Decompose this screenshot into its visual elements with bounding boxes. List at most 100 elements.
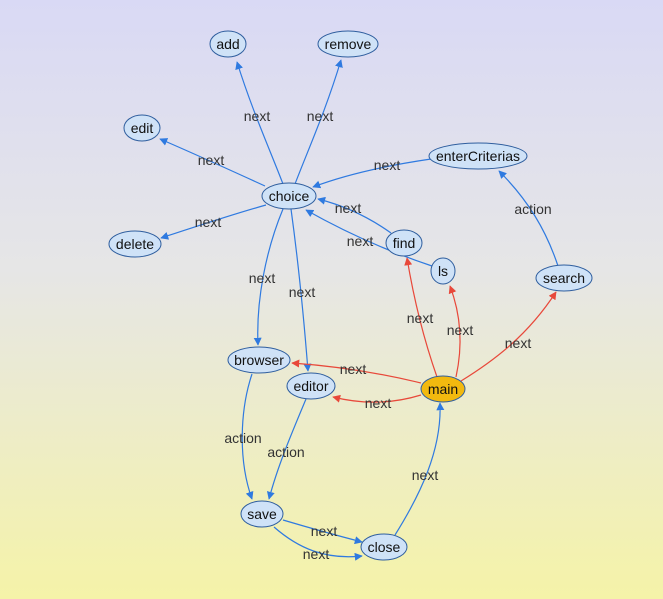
edge-save-to-close bbox=[282, 519, 363, 545]
node-add[interactable]: add bbox=[209, 30, 247, 58]
edge-line bbox=[290, 208, 312, 372]
edge-ls-to-choice bbox=[305, 209, 433, 267]
node-shape bbox=[108, 230, 162, 258]
edge-label-find-choice: next bbox=[335, 200, 362, 216]
edge-label-main-ls: next bbox=[447, 322, 474, 338]
edge-choice-to-remove bbox=[294, 59, 343, 185]
node-main[interactable]: main bbox=[420, 375, 466, 403]
edge-label-choice-delete: next bbox=[195, 214, 222, 230]
node-label-edit: edit bbox=[131, 120, 154, 136]
node-shape bbox=[123, 114, 161, 142]
edge-line bbox=[294, 59, 343, 185]
edges-layer bbox=[159, 59, 559, 561]
edge-line bbox=[159, 138, 266, 187]
node-label-ls: ls bbox=[438, 263, 448, 279]
edge-line bbox=[160, 204, 267, 240]
edge-label-choice-edit: next bbox=[198, 152, 225, 168]
edge-label-main-find: next bbox=[407, 310, 434, 326]
node-shape bbox=[428, 142, 528, 170]
node-label-save: save bbox=[247, 506, 277, 522]
edge-main-to-search bbox=[460, 291, 557, 382]
node-shape bbox=[317, 30, 379, 58]
node-shape bbox=[385, 229, 423, 257]
node-choice[interactable]: choice bbox=[261, 182, 317, 210]
edge-close-to-main bbox=[394, 402, 445, 536]
node-shape bbox=[420, 375, 466, 403]
node-ls[interactable]: ls bbox=[430, 257, 456, 285]
node-shape bbox=[240, 500, 284, 528]
edge-search-to-enterCriterias bbox=[498, 170, 559, 267]
edge-line bbox=[317, 196, 392, 234]
edge-main-to-browser bbox=[291, 359, 422, 384]
node-label-find: find bbox=[393, 235, 416, 251]
node-close[interactable]: close bbox=[360, 533, 408, 561]
edge-find-to-choice bbox=[317, 196, 392, 234]
node-shape bbox=[209, 30, 247, 58]
edge-line bbox=[332, 394, 422, 403]
edge-line bbox=[253, 208, 284, 346]
node-edit[interactable]: edit bbox=[123, 114, 161, 142]
edge-main-to-find bbox=[404, 257, 438, 378]
node-shape bbox=[430, 257, 456, 285]
edge-choice-to-browser bbox=[253, 208, 284, 346]
edge-editor-to-save bbox=[266, 398, 307, 500]
edge-label-close-main: next bbox=[412, 467, 439, 483]
node-label-browser: browser bbox=[234, 352, 284, 368]
edge-choice-to-add bbox=[235, 61, 284, 185]
edge-line bbox=[404, 257, 438, 378]
edge-choice-to-delete bbox=[160, 204, 267, 240]
edge-line bbox=[273, 526, 363, 561]
edge-label-main-search: next bbox=[505, 335, 532, 351]
node-label-search: search bbox=[543, 270, 585, 286]
edge-label-choice-editor: next bbox=[289, 284, 316, 300]
node-label-close: close bbox=[368, 539, 401, 555]
nodes-layer: add remove edit enterCriterias choice delete f… bbox=[108, 30, 593, 561]
edge-enterCriterias-to-choice bbox=[312, 158, 432, 189]
node-label-remove: remove bbox=[325, 36, 372, 52]
edge-label-ls-choice: next bbox=[347, 233, 374, 249]
edge-label-save-close: next bbox=[303, 546, 330, 562]
edge-line bbox=[312, 158, 432, 189]
edge-choice-to-edit bbox=[159, 138, 266, 187]
edge-label-choice-remove: next bbox=[307, 108, 334, 124]
node-shape bbox=[261, 182, 317, 210]
edge-label-editor-save: action bbox=[267, 444, 304, 460]
edge-label-browser-save: action bbox=[224, 430, 261, 446]
node-search[interactable]: search bbox=[535, 264, 593, 292]
edge-label-choice-browser: next bbox=[249, 270, 276, 286]
node-enterCriterias[interactable]: enterCriterias bbox=[428, 142, 528, 170]
edge-label-search-enterCriterias: action bbox=[514, 201, 551, 217]
edge-label-enterCriterias-choice: next bbox=[374, 157, 401, 173]
edge-line bbox=[448, 285, 461, 378]
node-browser[interactable]: browser bbox=[227, 346, 291, 374]
edge-label-main-browser: next bbox=[340, 361, 367, 377]
node-label-editor: editor bbox=[293, 378, 328, 394]
node-shape bbox=[286, 372, 336, 400]
edge-line bbox=[235, 61, 284, 185]
edge-line bbox=[266, 398, 307, 500]
node-editor[interactable]: editor bbox=[286, 372, 336, 400]
edge-line bbox=[460, 291, 557, 382]
node-shape bbox=[360, 533, 408, 561]
node-delete[interactable]: delete bbox=[108, 230, 162, 258]
edge-save-to-close bbox=[273, 526, 363, 561]
edge-choice-to-editor bbox=[290, 208, 312, 372]
node-label-main: main bbox=[428, 381, 458, 397]
edge-line bbox=[394, 402, 445, 536]
edge-line bbox=[241, 373, 254, 500]
edge-line bbox=[282, 519, 363, 545]
node-label-delete: delete bbox=[116, 236, 154, 252]
node-shape bbox=[535, 264, 593, 292]
edge-line bbox=[498, 170, 559, 267]
node-label-choice: choice bbox=[269, 188, 310, 204]
edge-main-to-ls bbox=[448, 285, 461, 378]
edge-main-to-editor bbox=[332, 394, 422, 403]
edge-label-choice-add: next bbox=[244, 108, 271, 124]
node-label-enterCriterias: enterCriterias bbox=[436, 148, 520, 164]
node-remove[interactable]: remove bbox=[317, 30, 379, 58]
node-save[interactable]: save bbox=[240, 500, 284, 528]
node-label-add: add bbox=[216, 36, 239, 52]
node-find[interactable]: find bbox=[385, 229, 423, 257]
